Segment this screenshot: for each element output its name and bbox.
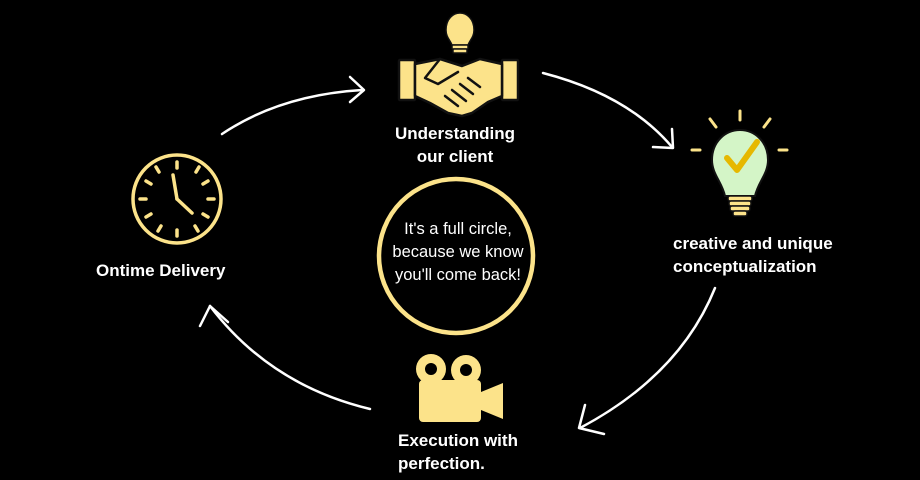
center-circle bbox=[376, 176, 536, 336]
label-understanding-line-1: Understanding bbox=[395, 124, 515, 143]
arrow-understanding-to-creative bbox=[541, 71, 675, 150]
label-ontime: Ontime Delivery bbox=[96, 259, 296, 282]
arrow-ontime-to-understanding bbox=[220, 75, 366, 136]
video-camera-icon bbox=[416, 354, 503, 422]
center-message-line-3: you'll come back! bbox=[394, 266, 522, 284]
lightbulb-checkmark-icon bbox=[690, 109, 789, 217]
label-creative-line-2: conceptualization bbox=[673, 257, 817, 276]
label-execution-line-2: perfection. bbox=[398, 454, 485, 473]
center-message-line-1: It's a full circle, bbox=[404, 220, 512, 238]
label-execution-line-1: Execution with bbox=[398, 431, 518, 450]
arrow-execution-to-ontime bbox=[198, 304, 372, 411]
center-message-line-2: because we know bbox=[392, 243, 524, 261]
label-creative-line-1: creative and unique bbox=[673, 234, 833, 253]
label-ontime-line-1: Ontime Delivery bbox=[96, 261, 226, 280]
arrow-creative-to-execution bbox=[577, 286, 717, 436]
label-execution: Execution with perfection. bbox=[398, 429, 598, 475]
handshake-lightbulb-icon bbox=[397, 12, 520, 118]
label-understanding-line-2: our client bbox=[416, 147, 494, 166]
label-creative: creative and unique conceptualization bbox=[673, 232, 913, 278]
clock-icon bbox=[131, 153, 223, 245]
label-understanding: Understanding our client bbox=[365, 122, 545, 168]
center-message: It's a full circle, because we know you'… bbox=[368, 218, 548, 287]
